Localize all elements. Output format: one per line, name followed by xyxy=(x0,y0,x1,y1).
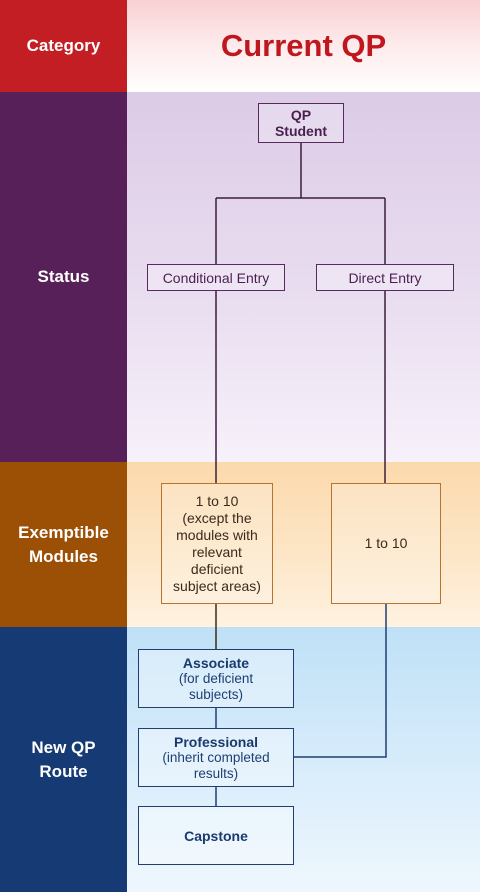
capstone-title: Capstone xyxy=(184,827,248,844)
exemptible-area xyxy=(127,462,480,627)
associate-node: Associate (for deficient subjects) xyxy=(138,649,294,708)
direct-entry-node: Direct Entry xyxy=(316,264,454,291)
row-label-status: Status xyxy=(0,92,127,462)
row-label-new-qp-route: New QP Route xyxy=(0,627,127,892)
professional-node: Professional (inherit completed results) xyxy=(138,728,294,787)
qp-student-node: QP Student xyxy=(258,103,344,143)
row-label-exemptible-modules: Exemptible Modules xyxy=(0,462,127,627)
associate-title: Associate xyxy=(182,654,250,671)
category-label: Category xyxy=(0,0,127,92)
professional-title: Professional xyxy=(173,733,259,750)
direct-modules-node: 1 to 10 xyxy=(331,483,441,604)
associate-subtitle: (for deficient subjects) xyxy=(178,670,254,702)
page-title: Current QP xyxy=(220,28,387,63)
conditional-modules-node: 1 to 10 (except the modules with relevan… xyxy=(161,483,273,604)
professional-subtitle: (inherit completed results) xyxy=(162,749,270,781)
conditional-entry-node: Conditional Entry xyxy=(147,264,285,291)
capstone-node: Capstone xyxy=(138,806,294,865)
